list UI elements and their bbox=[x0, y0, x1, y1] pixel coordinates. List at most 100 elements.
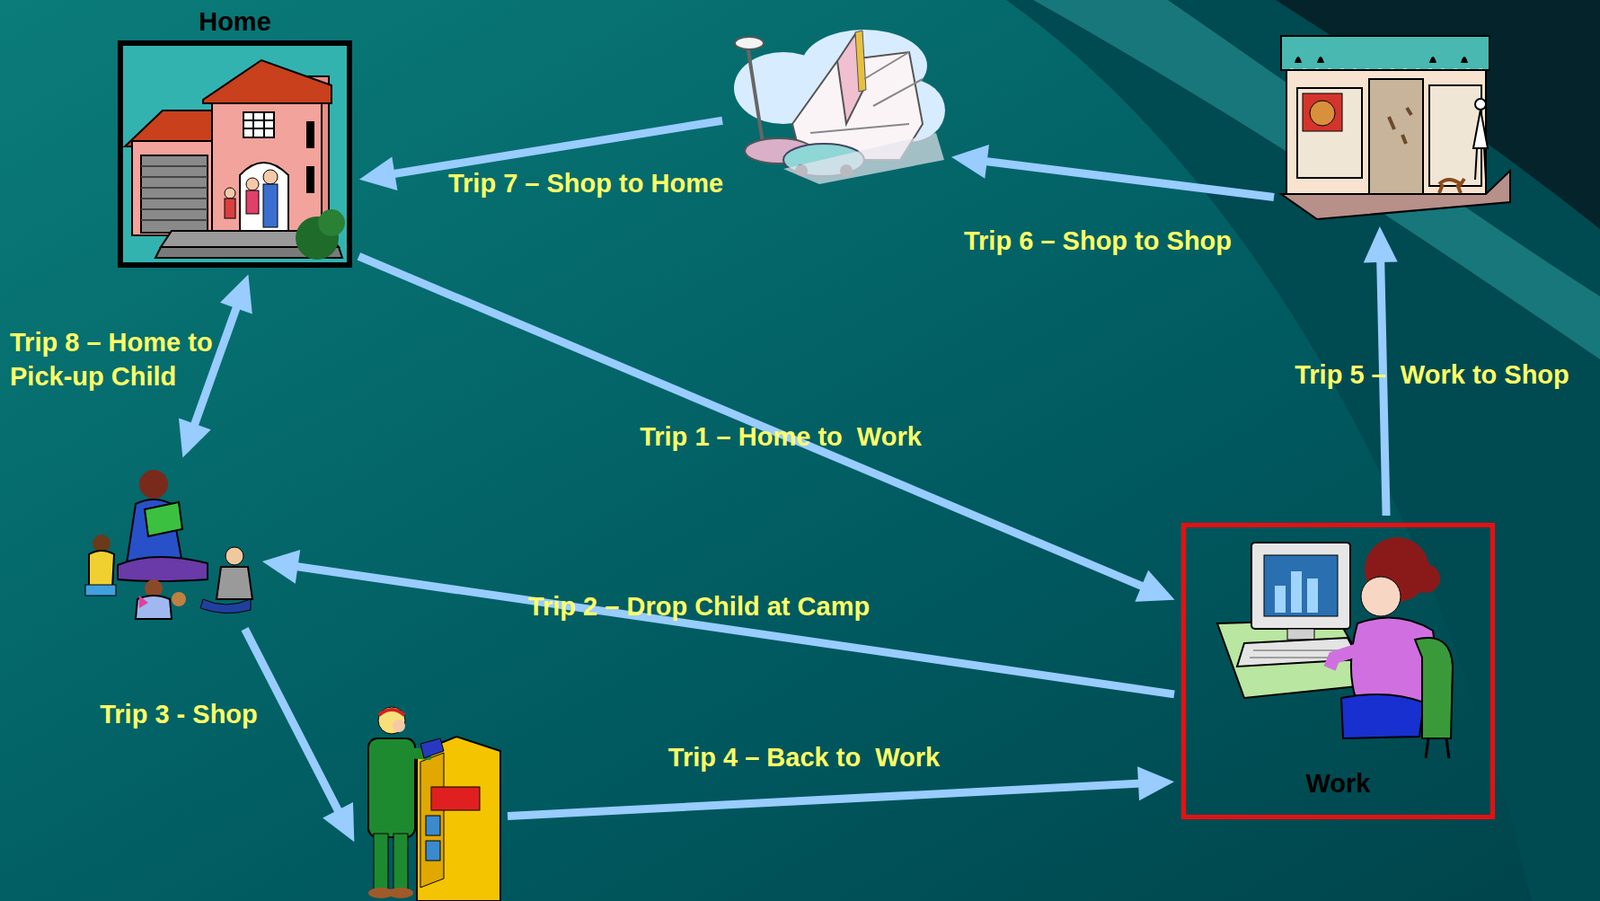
arrow-line bbox=[294, 565, 1176, 695]
pet-shop-icon-part bbox=[1475, 98, 1486, 110]
arrow-line bbox=[194, 304, 239, 427]
kiosk-icon-part bbox=[393, 833, 408, 890]
pet-shop-icon-part bbox=[1473, 109, 1488, 149]
house-icon-part bbox=[123, 45, 347, 263]
mall-icon bbox=[733, 29, 946, 185]
pet-shop-icon-part bbox=[1294, 56, 1468, 63]
arrow-head bbox=[178, 417, 212, 458]
trip-label: Trip 3 - Shop bbox=[99, 697, 258, 732]
arrow-line bbox=[358, 256, 1145, 587]
arrow-line bbox=[983, 160, 1274, 197]
computer-worker-icon-part bbox=[1414, 637, 1453, 739]
computer-worker-icon-part bbox=[1290, 571, 1302, 613]
camp-icon-part bbox=[171, 592, 186, 607]
trip-arrow bbox=[358, 256, 1175, 602]
arrow-line bbox=[507, 783, 1142, 816]
camp-icon-part bbox=[139, 469, 168, 499]
pet-shop-icon-part bbox=[1388, 107, 1412, 144]
house-icon-part bbox=[141, 155, 208, 233]
house-icon-part bbox=[243, 112, 275, 138]
kiosk-icon-part bbox=[420, 738, 444, 759]
node-label: Home bbox=[117, 6, 353, 37]
kiosk-node bbox=[357, 698, 501, 901]
computer-worker-icon-part bbox=[1329, 648, 1362, 669]
pet-shop-icon-part bbox=[1439, 178, 1465, 194]
trip-arrow bbox=[178, 274, 253, 459]
camp-icon-part bbox=[139, 595, 149, 609]
pet-shop-icon-part bbox=[1475, 148, 1486, 180]
trip-arrow bbox=[245, 628, 355, 842]
kiosk-icon-part bbox=[425, 840, 441, 861]
computer-worker-icon-part bbox=[1307, 578, 1318, 613]
camp-icon-part bbox=[200, 599, 251, 614]
house-icon-part bbox=[246, 190, 259, 214]
mall-icon-part bbox=[855, 30, 867, 92]
camp-icon-part bbox=[225, 547, 244, 566]
arrow-head bbox=[1134, 570, 1175, 602]
camp-icon-part bbox=[135, 595, 172, 619]
house-icon-part bbox=[203, 60, 332, 104]
trip-label: Trip 4 – Back to Work bbox=[668, 740, 940, 775]
trip-label: Trip 6 – Shop to Shop bbox=[963, 223, 1232, 258]
pet-shop-icon-part bbox=[1281, 35, 1490, 71]
house-icon-part bbox=[132, 141, 219, 236]
camp-icon-part bbox=[144, 502, 183, 537]
house-icon-part bbox=[306, 121, 315, 149]
background-part bbox=[1006, 0, 1600, 901]
pet-shop-icon bbox=[1281, 35, 1511, 220]
arrow-head bbox=[262, 549, 301, 584]
mall-icon-part bbox=[810, 52, 923, 133]
trip-label: Trip 7 – Shop to Home bbox=[448, 166, 724, 201]
arrow-head bbox=[951, 144, 990, 179]
kiosk-icon bbox=[368, 707, 501, 901]
computer-worker-icon-part bbox=[1264, 555, 1338, 617]
arrow-head bbox=[359, 157, 398, 192]
arrow-head bbox=[220, 274, 253, 315]
arrow-head bbox=[1137, 766, 1175, 801]
pet-shop-icon-part bbox=[1429, 85, 1482, 186]
trip-arrow bbox=[951, 144, 1274, 198]
node-label: Work bbox=[1185, 768, 1491, 799]
house-icon-part bbox=[263, 184, 278, 228]
kiosk-icon-part bbox=[388, 887, 414, 899]
mall-icon-part bbox=[734, 36, 764, 50]
mall-node bbox=[729, 25, 945, 185]
house-icon-part bbox=[141, 166, 208, 221]
house-icon-part bbox=[117, 40, 353, 268]
camp-icon-part bbox=[117, 556, 208, 582]
camp-icon-part bbox=[216, 566, 253, 600]
camp-icon-part bbox=[85, 584, 116, 596]
kiosk-icon-part bbox=[420, 752, 444, 888]
camp-icon bbox=[85, 469, 253, 619]
background-part bbox=[1033, 0, 1600, 360]
computer-worker-icon-part bbox=[1274, 585, 1286, 613]
trip-label: Trip 8 – Home to Pick-up Child bbox=[9, 325, 262, 394]
trip-label: Trip 2 – Drop Child at Camp bbox=[528, 589, 870, 624]
house-icon-part bbox=[246, 177, 259, 191]
house-icon-part bbox=[212, 96, 322, 231]
house-icon-part bbox=[243, 112, 275, 138]
kiosk-icon-part bbox=[378, 707, 406, 734]
arrow-line bbox=[245, 628, 340, 814]
computer-worker-icon-part bbox=[1411, 564, 1441, 593]
kiosk-icon-part bbox=[431, 786, 480, 811]
kiosk-icon-part bbox=[425, 815, 441, 836]
house-icon-part bbox=[318, 209, 345, 237]
trip-label: Trip 5 – Work to Shop bbox=[1294, 357, 1570, 392]
arrow-head bbox=[1363, 226, 1398, 263]
computer-worker-icon-part bbox=[1341, 694, 1424, 739]
work-box: Work bbox=[1181, 522, 1495, 820]
kiosk-icon-part bbox=[373, 833, 389, 890]
pet-shop-node bbox=[1281, 35, 1511, 220]
pet-shop-icon-part bbox=[1369, 79, 1424, 195]
camp-icon-part bbox=[88, 550, 115, 589]
house-icon-part bbox=[224, 198, 236, 219]
trip-arrow bbox=[507, 766, 1175, 816]
home-node: Home bbox=[117, 4, 353, 268]
kiosk-icon-part bbox=[416, 736, 501, 901]
house-icon bbox=[117, 40, 353, 268]
pet-shop-icon-part bbox=[1309, 100, 1335, 126]
